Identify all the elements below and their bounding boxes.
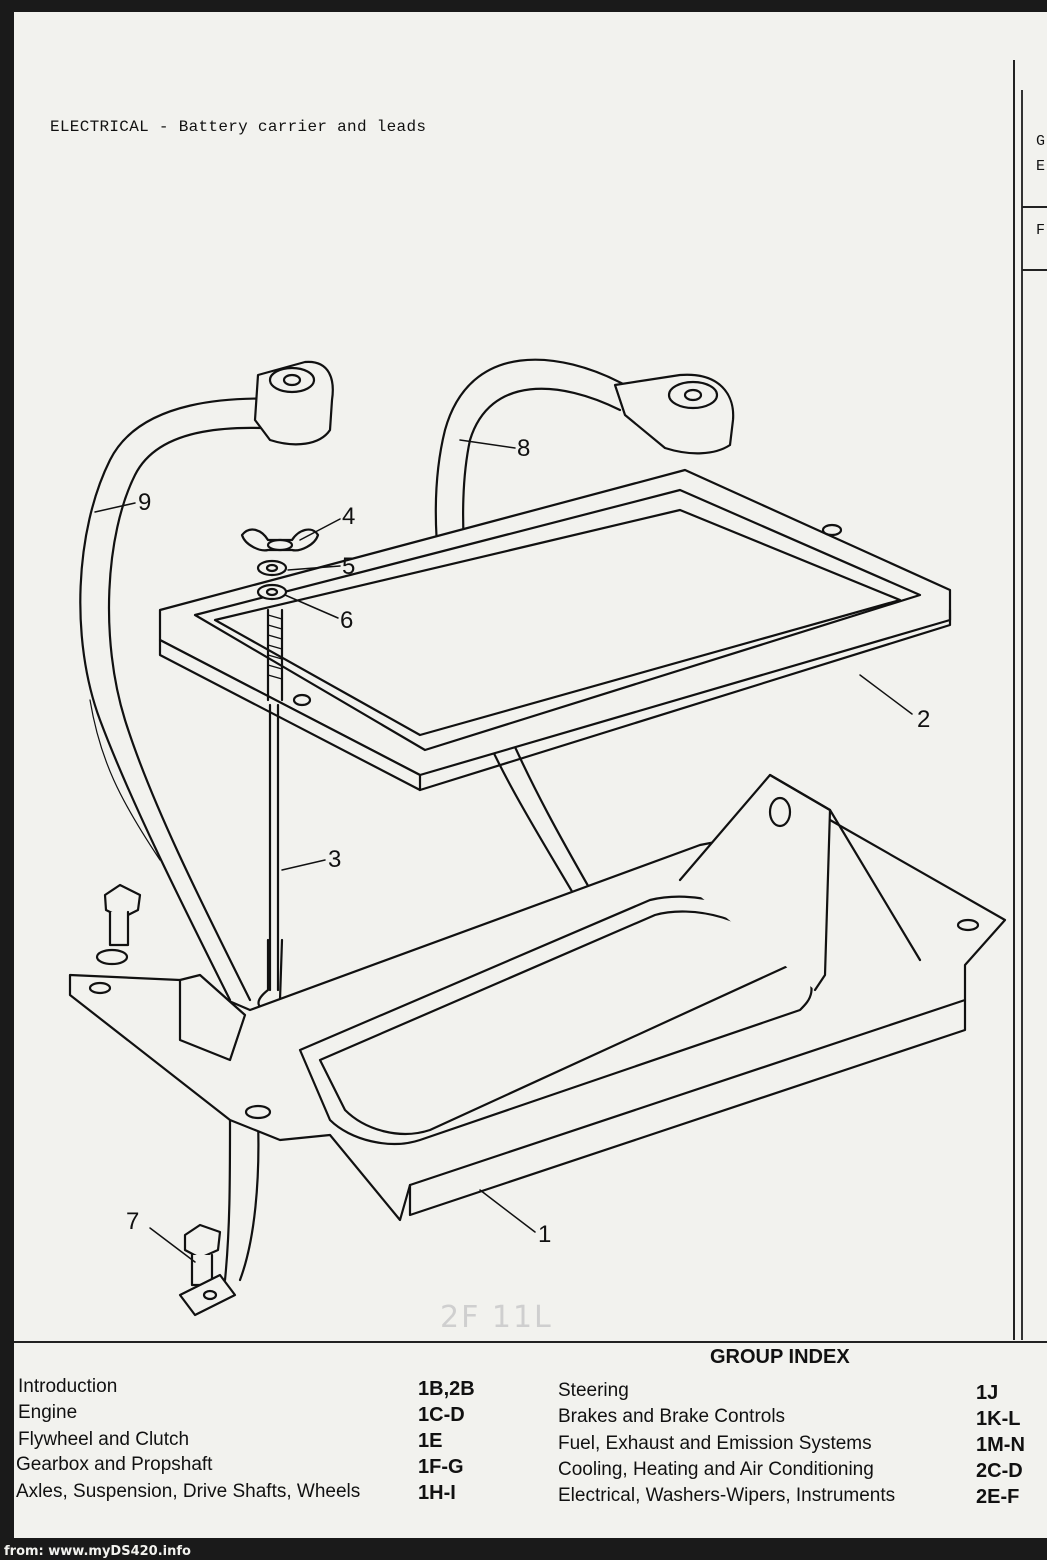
group-index-code: 2E-F (976, 1486, 1020, 1508)
spring-washer-5 (256, 559, 288, 577)
group-index-item[interactable]: Flywheel and Clutch (18, 1429, 190, 1450)
group-index-item[interactable]: Cooling, Heating and Air Conditioning (558, 1459, 874, 1480)
page-title: ELECTRICAL - Battery carrier and leads (50, 118, 427, 136)
handwritten-note: 2F 11L (440, 1300, 553, 1335)
clamp-frame-2 (158, 468, 952, 792)
group-index-code: 1C-D (418, 1404, 465, 1426)
group-index-item[interactable]: Electrical, Washers-Wipers, Instruments (558, 1485, 896, 1506)
callout-5: 5 (342, 553, 355, 580)
callout-2: 2 (917, 706, 930, 733)
side-page-fragment: E (1036, 158, 1046, 175)
group-index-code: 1B,2B (418, 1378, 475, 1400)
earth-bolt-7 (178, 1223, 237, 1317)
group-index-item[interactable]: Steering (558, 1380, 629, 1401)
leader-lines (94, 439, 913, 1263)
callout-1: 1 (538, 1221, 551, 1248)
group-index-item[interactable]: Brakes and Brake Controls (558, 1406, 786, 1427)
side-page-fragment: G (1036, 133, 1046, 150)
group-index-code: 1J (976, 1382, 999, 1404)
clamp-rod-3 (257, 608, 284, 1010)
group-index-item[interactable]: Gearbox and Propshaft (16, 1454, 213, 1475)
tray-bolt (95, 883, 142, 966)
group-index-item[interactable]: Axles, Suspension, Drive Shafts, Wheels (16, 1481, 361, 1502)
battery-tray-1 (68, 773, 1007, 1222)
group-index-heading: GROUP INDEX (710, 1346, 850, 1368)
group-index-item[interactable]: Engine (18, 1402, 78, 1423)
group-index-code: 1M-N (976, 1434, 1025, 1456)
group-index-item[interactable]: Introduction (18, 1376, 118, 1397)
callout-4: 4 (342, 503, 355, 530)
side-page-fragment: F (1036, 222, 1046, 239)
group-index-code: 2C-D (976, 1460, 1023, 1482)
group-index-code: 1E (418, 1430, 443, 1452)
group-index-code: 1H-I (418, 1482, 456, 1504)
battery-lead-9 (79, 360, 334, 1282)
callout-7: 7 (126, 1208, 139, 1235)
callout-9: 9 (138, 489, 151, 516)
group-index-item[interactable]: Fuel, Exhaust and Emission Systems (558, 1433, 872, 1454)
plain-washer-6 (256, 583, 288, 601)
battery-carrier-diagram: 1 2 3 4 5 6 7 8 9 (68, 358, 1007, 1317)
group-index-code: 1F-G (418, 1456, 464, 1478)
callout-3: 3 (328, 846, 341, 873)
group-index-code: 1K-L (976, 1408, 1021, 1430)
wing-nut-4 (240, 528, 320, 552)
footer-source: from: www.myDS420.info (4, 1544, 191, 1559)
callout-6: 6 (340, 607, 353, 634)
callout-8: 8 (517, 435, 530, 462)
